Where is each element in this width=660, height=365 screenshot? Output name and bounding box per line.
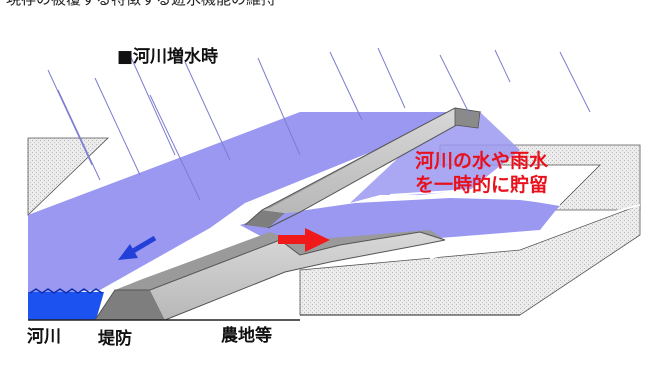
rain — [47, 47, 591, 201]
basin-edge-2 — [429, 204, 641, 259]
levee-near-side — [95, 290, 165, 320]
river-waves — [29, 288, 103, 294]
retention-note-line2: を一時的に貯留 — [415, 174, 549, 196]
arrow-down-left-icon — [118, 235, 157, 260]
levee-far-end — [454, 107, 481, 129]
basin-edge — [389, 188, 561, 206]
levee-label: 堤防 — [98, 329, 132, 349]
retention-note-line1: 河川の水や雨水 — [415, 150, 549, 172]
river-label: 河川 — [27, 327, 61, 347]
levee-near-top — [115, 232, 445, 320]
levee-far-top — [262, 108, 480, 213]
arrow-right-icon — [278, 228, 330, 252]
figure-caption: 現存の被覆する特徴する遊水機能の維持 — [6, 0, 276, 9]
levee-near-outline — [94, 231, 446, 321]
river-water — [28, 112, 480, 295]
basin-far-water — [350, 112, 520, 203]
farmland-label: 農地等 — [221, 326, 272, 346]
levee-near-base — [164, 239, 446, 321]
levee-near-ridge — [115, 230, 445, 290]
levee-far-side — [245, 210, 285, 228]
flood-title: ■河川増水時 — [117, 47, 219, 67]
river-deep — [28, 292, 104, 320]
